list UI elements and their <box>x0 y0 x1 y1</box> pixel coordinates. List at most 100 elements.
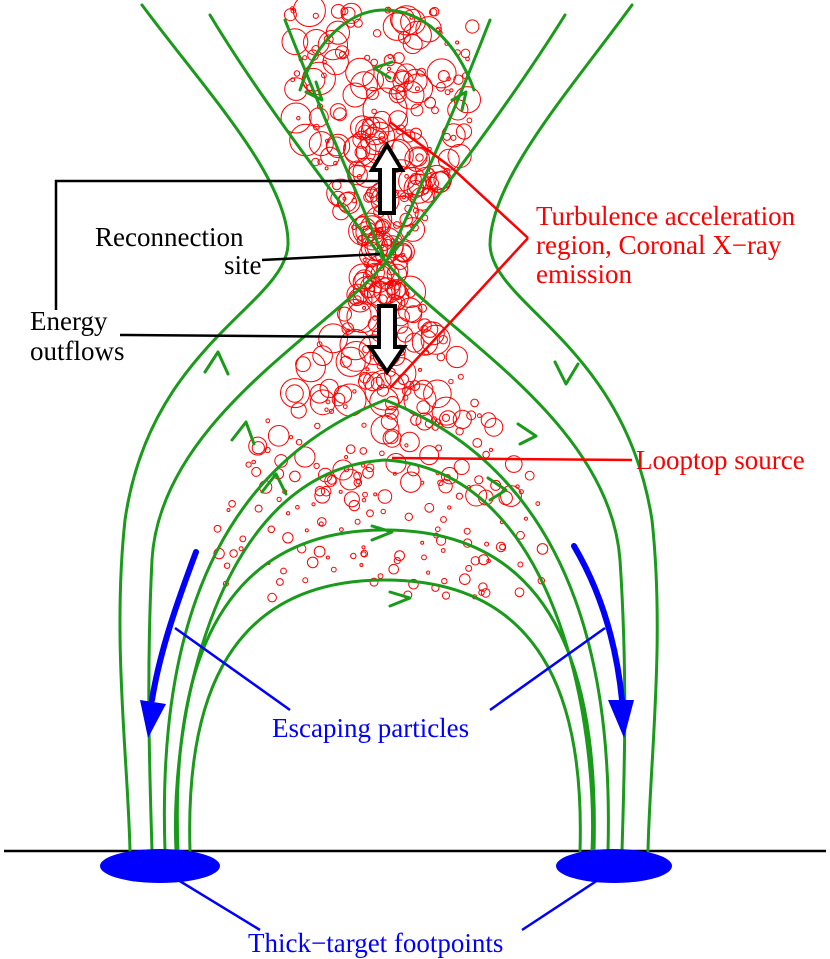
turbulence-bubble <box>348 499 360 512</box>
turbulence-bubble <box>437 479 444 486</box>
turbulence-bubble <box>340 341 372 372</box>
turbulence-bubble <box>330 3 346 19</box>
turbulence-bubble <box>535 501 541 507</box>
turbulence-bubble <box>482 450 490 459</box>
turbulence-bubble <box>445 345 468 369</box>
turbulence-bubble <box>439 410 457 429</box>
footpoint-pointer-right <box>521 878 599 932</box>
turbulence-bubble <box>350 71 378 100</box>
turbulence-bubble <box>346 328 351 333</box>
turbulence-bubble <box>280 567 287 575</box>
turbulence-bubble <box>477 413 482 419</box>
turbulence-bubble <box>362 87 408 133</box>
turbulence-bubble <box>424 96 437 109</box>
escaping-arrowhead-right <box>608 700 634 738</box>
outflow-arrow-down <box>366 304 408 376</box>
turbulence-bubble <box>362 263 393 294</box>
turbulence-bubble <box>276 496 282 502</box>
turbulence-bubble <box>330 190 346 207</box>
turbulence-bubble <box>388 563 400 575</box>
turbulence-bubble <box>312 12 319 19</box>
turbulence-bubble <box>304 528 309 533</box>
turbulence-bubble <box>397 326 414 343</box>
turbulence-bubble <box>455 492 463 500</box>
turbulence-bubble <box>424 502 435 513</box>
flare-loop-1 <box>162 398 610 853</box>
turbulence-bubble <box>418 367 422 372</box>
turbulence-bubble <box>428 168 434 174</box>
turbulence-bubble <box>308 131 334 157</box>
turbulence-bubble <box>339 468 361 491</box>
turbulence-bubble <box>372 29 382 38</box>
turbulence-bubble <box>437 148 460 171</box>
turbulence-bubble <box>420 540 425 545</box>
turbulence-bubble <box>351 224 357 231</box>
turbulence-bubble <box>290 7 297 14</box>
turbulence-bubble <box>457 373 464 380</box>
turbulence-bubble <box>423 379 452 409</box>
turbulence-bubble <box>436 81 446 92</box>
turbulence-bubble <box>312 345 333 367</box>
escaping-arrow-left <box>149 549 199 703</box>
field-line-lower-right-1 <box>384 260 627 853</box>
turbulence-pointer-upper <box>389 120 529 239</box>
turbulence-bubble <box>440 467 459 485</box>
turbulence-bubble <box>382 12 412 41</box>
turbulence-bubble <box>393 52 405 64</box>
turbulence-bubble <box>431 106 439 115</box>
escaping-arrowhead-left <box>140 700 166 738</box>
turbulence-bubble <box>359 447 368 455</box>
turbulence-bubble <box>417 67 426 77</box>
field-arrow-upper-right <box>450 90 468 112</box>
turbulence-bubble <box>331 392 346 407</box>
turbulence-bubble <box>402 20 432 50</box>
turbulence-bubble <box>421 554 427 561</box>
turbulence-bubble <box>441 591 451 600</box>
turbulence-bubble <box>264 446 271 454</box>
turbulence-bubble <box>326 136 347 157</box>
field-arrow-mid-right <box>486 476 508 502</box>
turbulence-bubble <box>516 530 525 540</box>
label-turbulence-2: region, Coronal X−ray <box>536 230 782 260</box>
turbulence-bubble <box>377 489 393 504</box>
turbulence-bubble <box>325 399 331 405</box>
turbulence-bubble <box>320 146 340 167</box>
turbulence-bubble <box>333 160 338 166</box>
turbulence-bubble <box>324 474 337 487</box>
turbulence-bubble <box>517 561 524 568</box>
turbulence-bubble <box>369 354 375 360</box>
turbulence-bubble <box>380 508 386 515</box>
turbulence-bubble <box>379 450 385 457</box>
turbulence-bubble <box>335 346 366 377</box>
turbulence-bubble <box>370 376 385 391</box>
turbulence-bubble <box>344 455 349 460</box>
turbulence-bubble <box>418 303 427 313</box>
turbulence-bubbles <box>213 0 549 603</box>
turbulence-bubble <box>281 28 309 56</box>
turbulence-bubble <box>339 527 344 532</box>
turbulence-bubble <box>350 115 375 140</box>
label-energy-2: outflows <box>30 336 125 366</box>
field-arrow-outer-right <box>553 360 580 386</box>
turbulence-bubble <box>453 74 464 85</box>
flare-loop-2 <box>175 528 596 853</box>
turbulence-bubble <box>472 438 483 448</box>
turbulence-bubble <box>294 446 316 468</box>
label-footpoints: Thick−target footpoints <box>248 928 503 958</box>
turbulence-bubble <box>409 127 422 140</box>
label-escaping: Escaping particles <box>272 713 469 743</box>
escaping-arrow-right <box>571 543 625 703</box>
turbulence-bubble <box>289 435 294 440</box>
turbulence-bubble <box>375 372 392 389</box>
turbulence-bubble <box>373 492 378 497</box>
turbulence-bubble <box>324 166 329 171</box>
turbulence-bubble <box>465 484 488 507</box>
turbulence-bubble <box>371 108 377 115</box>
turbulence-bubble <box>470 398 479 408</box>
looptop-pointer <box>391 456 633 462</box>
field-arrow-top <box>372 60 394 80</box>
energy-outflow-arrows <box>366 141 408 376</box>
field-line-lower-left-1 <box>147 260 388 853</box>
turbulence-bubble <box>285 384 304 403</box>
turbulence-bubble <box>536 543 549 555</box>
